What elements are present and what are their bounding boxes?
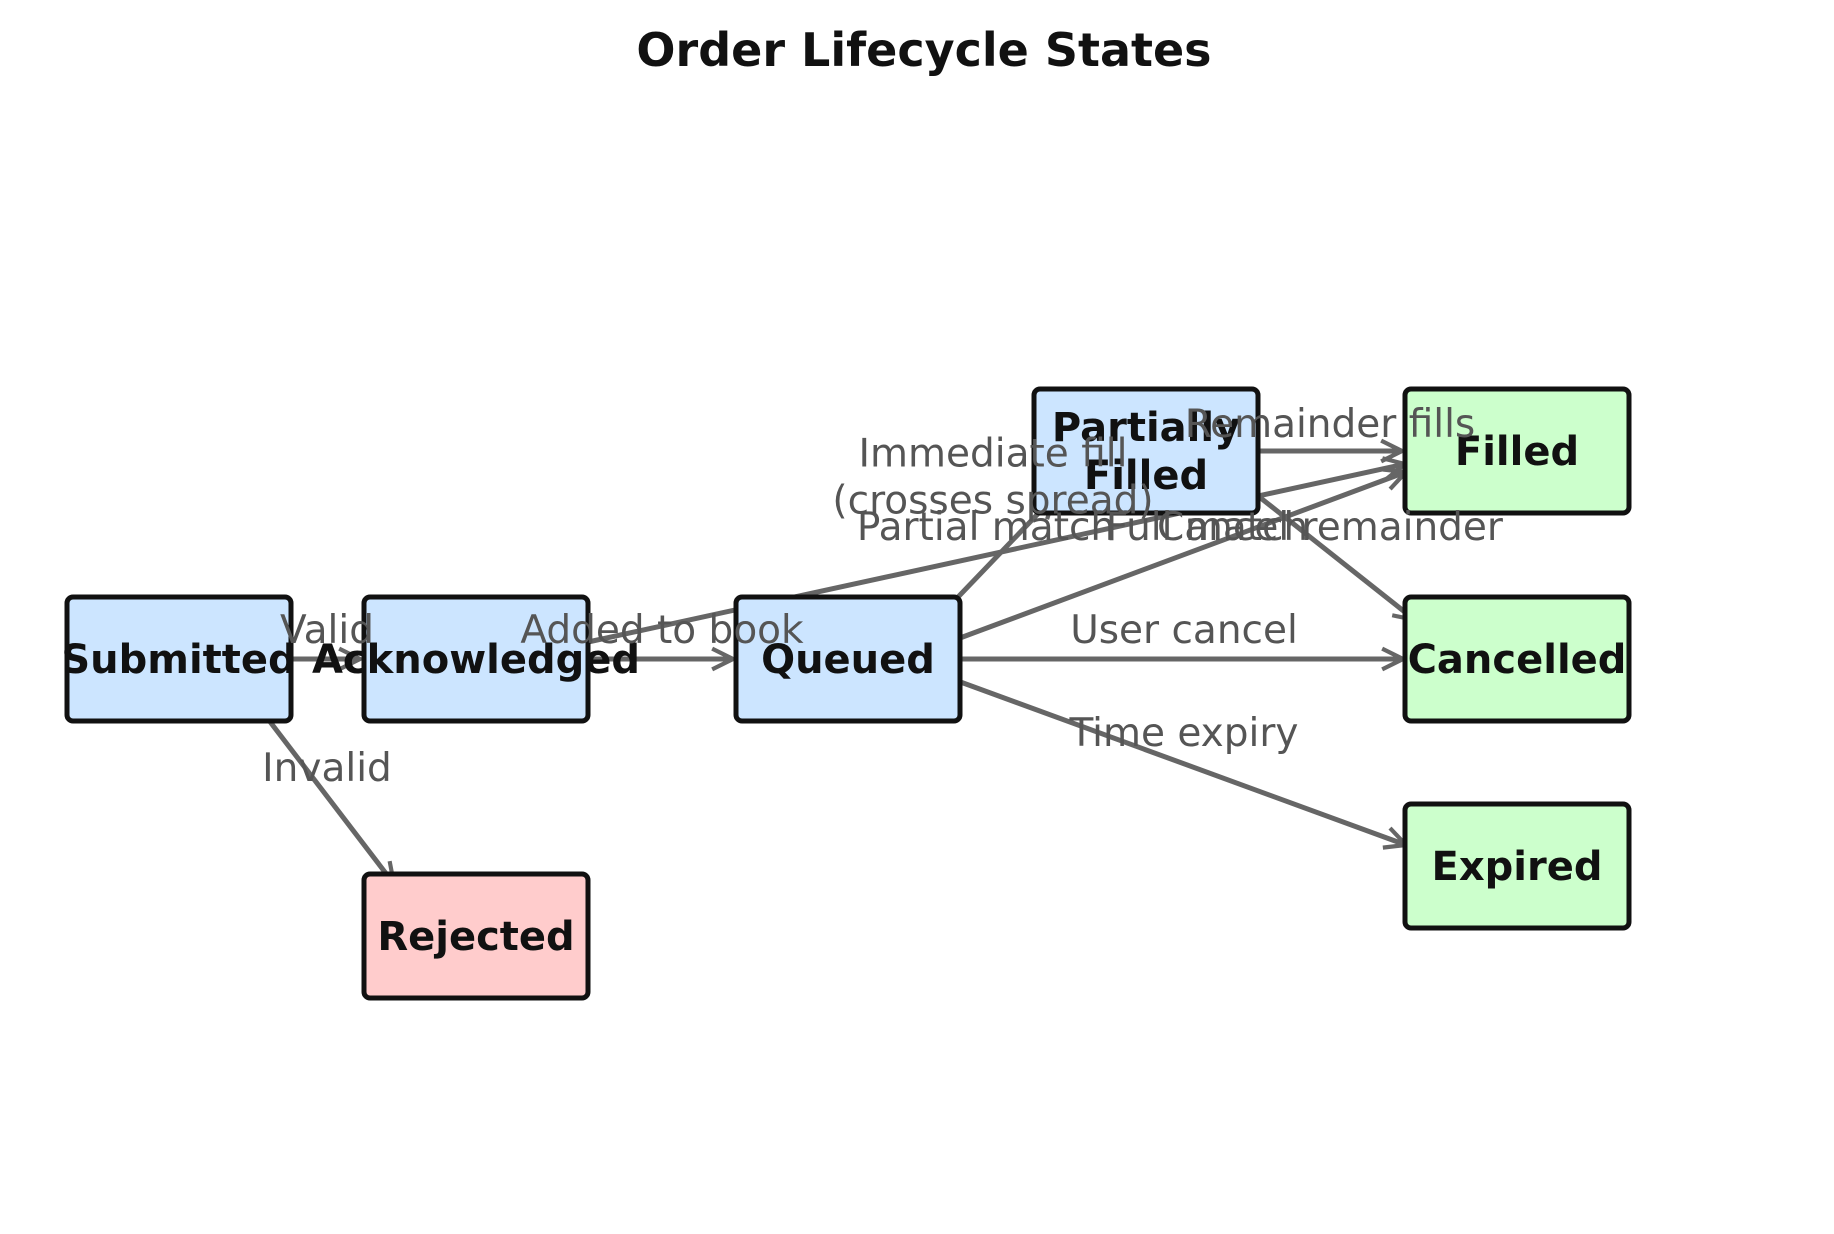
state-label-cancelled: Cancelled (1408, 637, 1627, 683)
state-node-expired: Expired (1402, 801, 1632, 931)
state-label-filled: Filled (1455, 429, 1579, 475)
edge-partially-filled-to-cancelled (1241, 482, 1415, 620)
state-node-cancelled: Cancelled (1402, 594, 1632, 724)
edges-layer (256, 451, 1415, 884)
state-node-queued: Queued (733, 594, 963, 724)
state-box-submitted (64, 594, 294, 724)
edge-queued-to-filled (959, 472, 1406, 641)
state-node-submitted: Submitted (61, 594, 297, 724)
edge-label-submitted-to-rejected: Invalid (262, 746, 392, 791)
edge-label-submitted-to-acknowledged: Valid (280, 608, 374, 653)
state-box-expired (1402, 801, 1632, 931)
state-box-queued (733, 594, 963, 724)
edge-label-queued-to-cancelled: User cancel (1070, 608, 1298, 653)
state-box-cancelled (1402, 594, 1632, 724)
state-label-rejected: Rejected (377, 914, 574, 960)
edge-label-partially-filled-to-cancelled: Cancel remainder (1157, 505, 1504, 550)
edge-label-partially-filled-to-filled: Remainder fills (1185, 402, 1476, 447)
state-node-acknowledged: Acknowledged (312, 594, 640, 724)
state-box-rejected (361, 871, 591, 1001)
edge-label-queued-to-partially-filled: Partial match (857, 505, 1115, 550)
edge-submitted-to-rejected (256, 704, 394, 884)
state-label-acknowledged: Acknowledged (312, 637, 640, 683)
edge-queued-to-expired (954, 677, 1406, 845)
state-node-filled: Filled (1402, 386, 1632, 516)
edge-label-queued-to-filled: Full match (1106, 505, 1308, 550)
edge-acknowledged-to-filled (587, 464, 1405, 645)
edge-label-acknowledged-to-queued: Added to book (520, 608, 804, 653)
state-label-queued: Queued (761, 637, 935, 683)
state-box-acknowledged (361, 594, 591, 724)
state-box-partially-filled (1031, 386, 1261, 516)
state-label-submitted: Submitted (61, 637, 296, 683)
edge-label-acknowledged-to-filled: Immediate fill(crosses spread) (832, 432, 1153, 524)
diagram-title: Order Lifecycle States (636, 23, 1211, 77)
state-label-expired: Expired (1432, 844, 1603, 890)
state-node-rejected: Rejected (361, 871, 591, 1001)
edge-label-queued-to-expired: Time expiry (1069, 711, 1299, 756)
state-box-filled (1402, 386, 1632, 516)
